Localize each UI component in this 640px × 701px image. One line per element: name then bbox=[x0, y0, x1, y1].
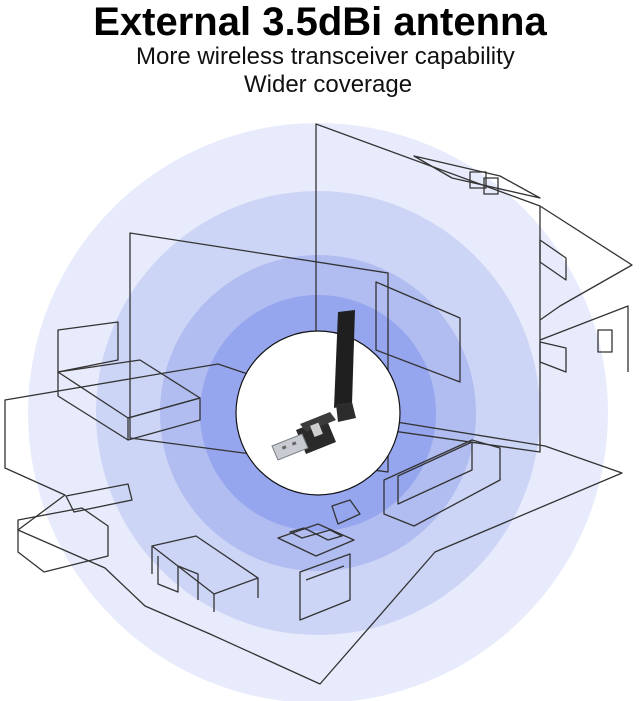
wall-tv bbox=[375, 281, 461, 383]
headline: External 3.5dBi antenna bbox=[93, 0, 547, 44]
kitchen-counter bbox=[17, 483, 133, 573]
back-wall bbox=[315, 123, 541, 453]
house-floorplan bbox=[4, 123, 633, 685]
product-backdrop bbox=[235, 330, 401, 496]
feature-coverage: Wider coverage bbox=[244, 71, 413, 98]
bed bbox=[57, 321, 201, 441]
right-ledge bbox=[539, 205, 633, 321]
left-wall bbox=[129, 232, 389, 473]
feature-transceiver: More wireless transceiver capability bbox=[136, 43, 515, 70]
usb-plug bbox=[271, 433, 309, 461]
house-floor bbox=[4, 363, 623, 685]
right-ledge-lower bbox=[539, 305, 629, 372]
usb-wifi-adapter bbox=[271, 310, 356, 461]
wall-shelf bbox=[413, 155, 613, 373]
dining-table bbox=[151, 535, 259, 612]
sofa bbox=[383, 439, 501, 527]
stove-unit bbox=[277, 523, 355, 621]
lamp-desk bbox=[331, 499, 361, 525]
antenna-icon bbox=[334, 310, 355, 408]
